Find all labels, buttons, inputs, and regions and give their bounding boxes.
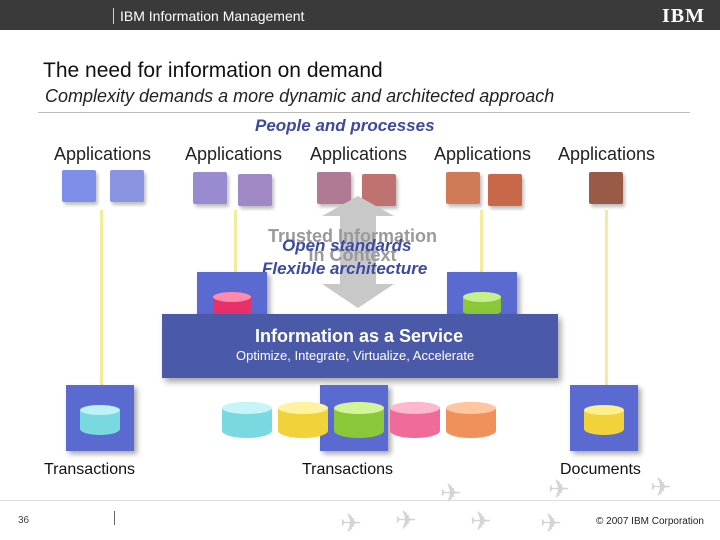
database-cylinder-icon: [334, 402, 384, 438]
trusted-information-line-2: In Context: [308, 245, 397, 265]
applications-label-4: Applications: [434, 144, 532, 164]
copyright-text: © 2007 IBM Corporation: [596, 516, 704, 527]
connector-line: [234, 210, 237, 274]
slide-subtitle: Complexity demands a more dynamic and ar…: [45, 86, 555, 106]
application-square-icon: [488, 174, 522, 206]
paper-crane-icon: ✈: [395, 505, 417, 535]
data-source-box: [197, 272, 267, 320]
title-rule: [38, 112, 690, 113]
connector-line: [100, 210, 103, 390]
trusted-information-line-1: Trusted Information: [268, 226, 438, 246]
people-processes-label: People and processes: [255, 116, 435, 135]
database-cylinder-icon: [584, 405, 624, 435]
application-square-icon: [238, 174, 272, 206]
applications-label-2: Applications: [185, 144, 283, 164]
information-service-box: [162, 314, 558, 378]
header-brand: IBM Information Management: [120, 8, 305, 24]
applications-label-3: Applications: [310, 144, 408, 164]
data-source-box: [447, 272, 517, 320]
database-cylinder-icon: [278, 402, 328, 438]
slide-title: The need for information on demand: [43, 59, 383, 82]
ibm-logo: IBM: [662, 5, 705, 27]
database-cylinder-icon: [463, 292, 501, 316]
applications-label-5: Applications: [558, 144, 656, 164]
arrow-head: [322, 284, 394, 308]
paper-crane-icon: ✈: [440, 478, 462, 508]
service-title: Information as a Service: [255, 326, 464, 346]
documents-box: [570, 385, 638, 451]
database-cylinder-icon: [390, 402, 440, 438]
documents-label: Documents: [560, 461, 641, 478]
footer-divider: [114, 511, 115, 525]
trusted-information-text: Trusted Information In Context: [268, 227, 437, 265]
header-divider: [113, 8, 114, 24]
database-cylinder-icon: [222, 402, 272, 438]
application-square-icon: [110, 170, 144, 202]
connector-line: [480, 210, 483, 274]
arrow-shaft: [340, 212, 376, 292]
page-number: 36: [18, 515, 30, 526]
application-square-icon: [446, 172, 480, 204]
paper-crane-icon: ✈: [548, 474, 570, 504]
paper-crane-icon: ✈: [340, 508, 362, 538]
connector-line: [605, 210, 608, 390]
application-square-icon: [193, 172, 227, 204]
applications-label-1: Applications: [54, 144, 152, 164]
transactions-label-center: Transactions: [302, 461, 393, 478]
open-standards-label: Open standards: [282, 236, 412, 255]
footer-rule: [0, 500, 720, 501]
paper-crane-icon: ✈: [470, 506, 492, 536]
paper-crane-icon: ✈: [650, 472, 672, 502]
transactions-label-left: Transactions: [44, 461, 135, 478]
application-square-icon: [589, 172, 623, 204]
flexible-architecture-label: Flexible architecture: [262, 259, 428, 278]
transactions-box-left: [66, 385, 134, 451]
application-square-icon: [62, 170, 96, 202]
paper-crane-icon: ✈: [540, 508, 562, 538]
header-bar: IBM Information Management IBM: [0, 0, 720, 30]
double-arrow-icon: [322, 196, 394, 216]
database-cylinder-icon: [80, 405, 120, 435]
database-cylinder-icon: [446, 402, 496, 438]
database-cylinder-icon: [213, 292, 251, 316]
service-subtitle: Optimize, Integrate, Virtualize, Acceler…: [236, 348, 475, 363]
